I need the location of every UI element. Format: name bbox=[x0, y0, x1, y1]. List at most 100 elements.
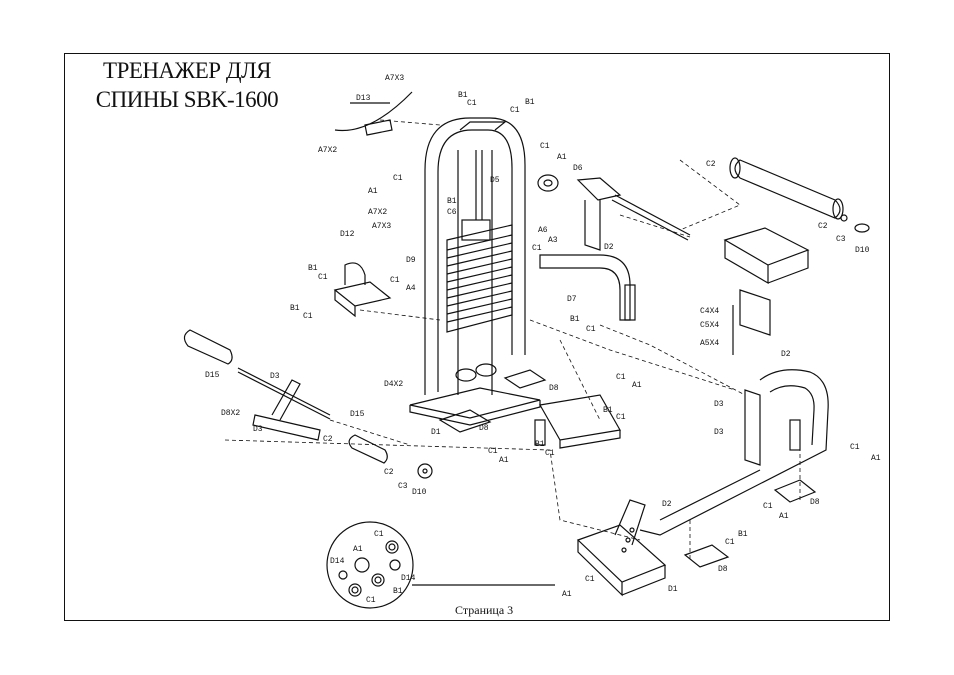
label-a1: A1 bbox=[353, 545, 363, 554]
page-title: ТРЕНАЖЕР ДЛЯ СПИНЫ SBK-1600 bbox=[82, 56, 292, 114]
label-a1: A1 bbox=[779, 512, 789, 521]
right-base-frame bbox=[639, 369, 829, 536]
label-d6: D6 bbox=[573, 164, 583, 173]
label-c1: C1 bbox=[488, 447, 498, 456]
title-line-1: ТРЕНАЖЕР ДЛЯ bbox=[103, 58, 271, 83]
label-d7: D7 bbox=[567, 295, 577, 304]
weight-stack bbox=[446, 150, 513, 382]
main-tower-frame bbox=[409, 117, 541, 426]
label-c2: C2 bbox=[323, 435, 333, 444]
label-b1: B1 bbox=[308, 264, 318, 273]
label-d8: D8 bbox=[549, 384, 559, 393]
label-a5x4: A5X4 bbox=[700, 339, 719, 348]
detail-inset bbox=[326, 521, 555, 609]
label-d3: D3 bbox=[714, 428, 724, 437]
label-d8: D8 bbox=[479, 424, 489, 433]
label-d14: D14 bbox=[401, 574, 416, 583]
floor-pads bbox=[438, 369, 817, 568]
label-a4: A4 bbox=[406, 284, 416, 293]
label-c1: C1 bbox=[725, 538, 735, 547]
label-d8: D8 bbox=[810, 498, 820, 507]
label-c2: C2 bbox=[706, 160, 716, 169]
label-d1: D1 bbox=[431, 428, 441, 437]
label-c4x4: C4X4 bbox=[700, 307, 719, 316]
label-a1: A1 bbox=[368, 187, 378, 196]
left-roller-assembly bbox=[183, 329, 433, 479]
top-roller-pad bbox=[729, 157, 870, 233]
label-d3: D3 bbox=[270, 372, 280, 381]
label-a6: A6 bbox=[538, 226, 548, 235]
label-a7x2: A7X2 bbox=[368, 208, 387, 217]
left-pulley-bracket bbox=[333, 262, 392, 318]
label-d2: D2 bbox=[604, 243, 614, 252]
label-b1: B1 bbox=[525, 98, 535, 107]
label-c1: C1 bbox=[390, 276, 400, 285]
label-d9: D9 bbox=[406, 256, 416, 265]
label-d10: D10 bbox=[412, 488, 427, 497]
label-c1: C1 bbox=[545, 449, 555, 458]
label-c1: C1 bbox=[585, 575, 595, 584]
part-labels: A7X3 D13 A7X2 B1 C1 B1 C1 C1 A1 D6 D5 C1… bbox=[205, 74, 881, 605]
label-c1: C1 bbox=[374, 530, 384, 539]
label-c1: C1 bbox=[467, 99, 477, 108]
label-d4x2: D4X2 bbox=[384, 380, 403, 389]
label-b1: B1 bbox=[447, 197, 457, 206]
label-c1: C1 bbox=[318, 273, 328, 282]
label-c2: C2 bbox=[384, 468, 394, 477]
label-c1: C1 bbox=[532, 244, 542, 253]
label-b1: B1 bbox=[603, 406, 613, 415]
label-c2: C2 bbox=[818, 222, 828, 231]
label-b1: B1 bbox=[570, 315, 580, 324]
label-c1: C1 bbox=[303, 312, 313, 321]
title-line-2: СПИНЫ SBK-1600 bbox=[95, 87, 279, 112]
label-a1: A1 bbox=[871, 454, 881, 463]
label-d13: D13 bbox=[356, 94, 371, 103]
label-b1: B1 bbox=[458, 91, 468, 100]
label-a7x3: A7X3 bbox=[372, 222, 391, 231]
label-d8x2: D8X2 bbox=[221, 409, 240, 418]
label-b1: B1 bbox=[393, 587, 403, 596]
label-b1: B1 bbox=[290, 304, 300, 313]
label-c1: C1 bbox=[510, 106, 520, 115]
label-d3: D3 bbox=[714, 400, 724, 409]
label-a7x2: A7X2 bbox=[318, 146, 337, 155]
seat-pad bbox=[723, 227, 810, 355]
label-d12: D12 bbox=[340, 230, 355, 239]
label-d5: D5 bbox=[490, 176, 500, 185]
label-c1: C1 bbox=[366, 596, 376, 605]
label-d8: D8 bbox=[718, 565, 728, 574]
page-caption: Страница 3 bbox=[455, 603, 514, 617]
label-c1: C1 bbox=[616, 373, 626, 382]
label-b1: B1 bbox=[535, 440, 545, 449]
center-connector-bar bbox=[534, 394, 621, 449]
label-c1: C1 bbox=[586, 325, 596, 334]
label-d14: D14 bbox=[330, 557, 345, 566]
label-c1: C1 bbox=[393, 174, 403, 183]
label-a1: A1 bbox=[562, 590, 572, 599]
top-bar-d13 bbox=[334, 91, 413, 136]
label-d10: D10 bbox=[855, 246, 870, 255]
label-c1: C1 bbox=[616, 413, 626, 422]
label-c1: C1 bbox=[540, 142, 550, 151]
label-c1: C1 bbox=[763, 502, 773, 511]
label-d3: D3 bbox=[253, 425, 263, 434]
label-d2: D2 bbox=[781, 350, 791, 359]
label-c6: C6 bbox=[447, 208, 457, 217]
label-d15: D15 bbox=[350, 410, 365, 419]
label-c3: C3 bbox=[836, 235, 846, 244]
front-foot-frame bbox=[576, 499, 667, 597]
assembly-leader-lines bbox=[224, 119, 801, 560]
pulley-d6 bbox=[537, 174, 559, 192]
label-d2: D2 bbox=[662, 500, 672, 509]
label-b1: B1 bbox=[738, 530, 748, 539]
label-a7x3: A7X3 bbox=[385, 74, 404, 83]
label-d1: D1 bbox=[668, 585, 678, 594]
label-a3: A3 bbox=[548, 236, 558, 245]
label-c1: C1 bbox=[850, 443, 860, 452]
label-c5x4: C5X4 bbox=[700, 321, 719, 330]
drawing-frame bbox=[64, 53, 890, 621]
label-a1: A1 bbox=[632, 381, 642, 390]
label-c3: C3 bbox=[398, 482, 408, 491]
label-d15: D15 bbox=[205, 371, 220, 380]
